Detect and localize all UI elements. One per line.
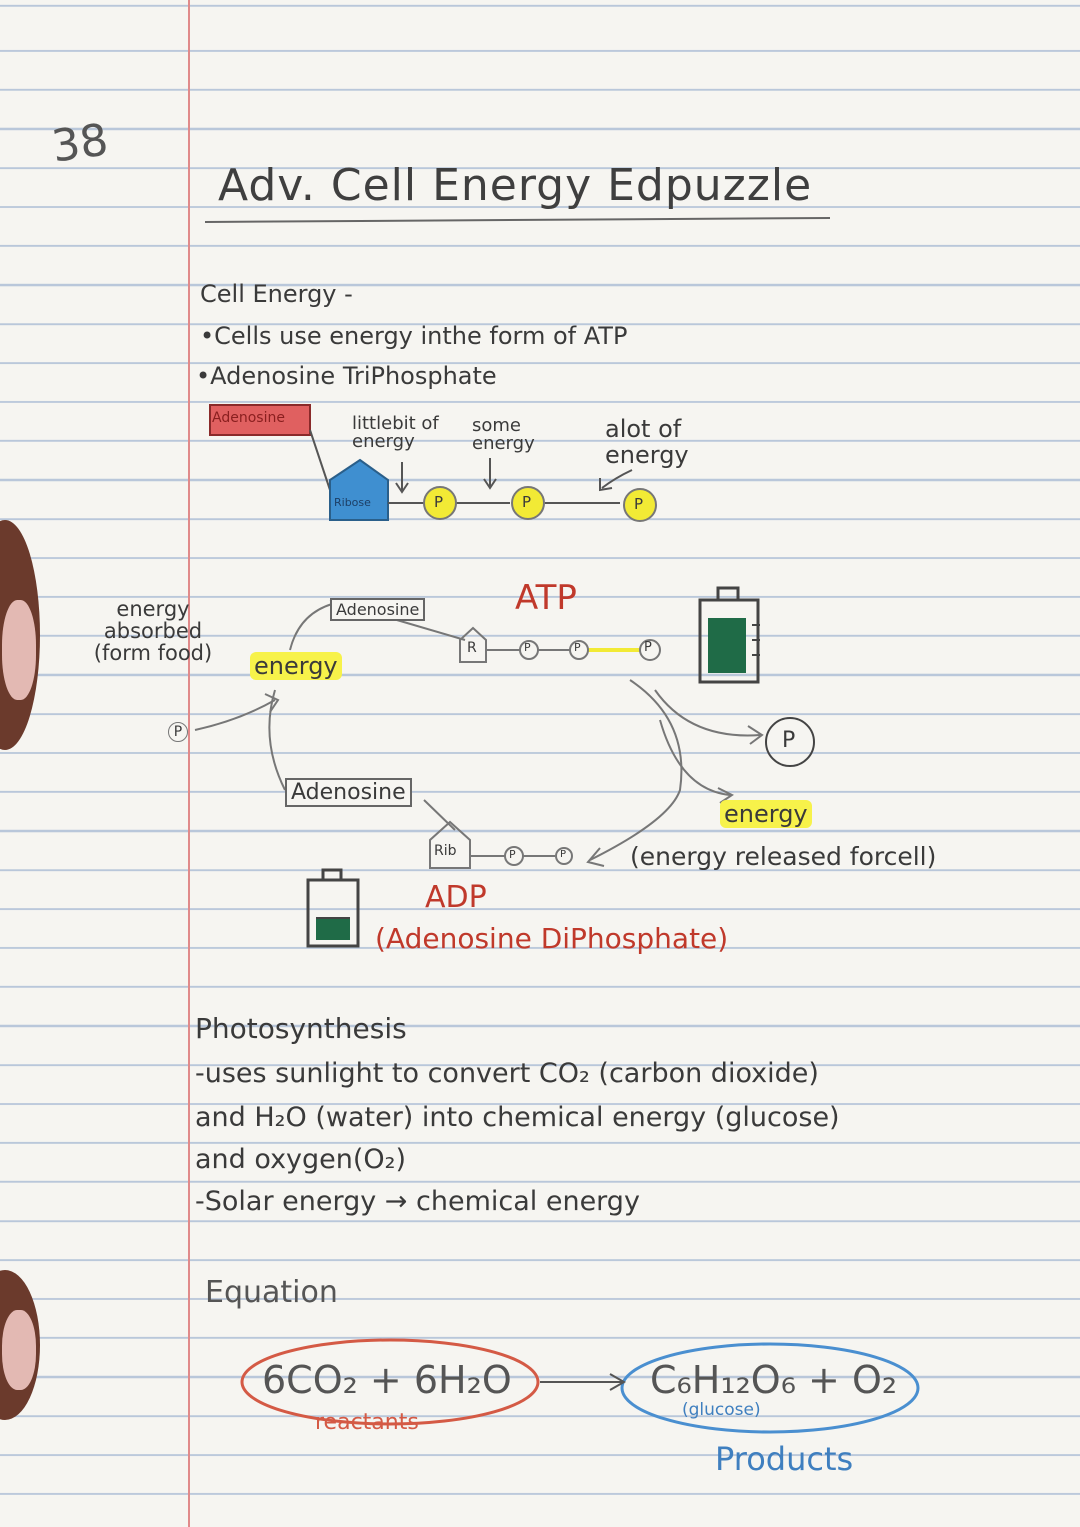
finger — [0, 1270, 40, 1420]
equation-heading: Equation — [205, 1275, 338, 1310]
energy-output-highlight: energy — [720, 800, 812, 828]
adenosine-top-box: Adenosine — [330, 598, 426, 621]
phosphate-1-label: P — [434, 493, 444, 511]
atp-phosphate-2: P — [574, 641, 581, 654]
atp-phosphate-3: P — [644, 640, 652, 655]
margin-line — [188, 0, 190, 1527]
energy-input-highlight: energy — [250, 652, 342, 680]
photosynthesis-line-1: -uses sunlight to convert CO₂ (carbon di… — [195, 1058, 819, 1089]
atp-label: ATP — [515, 578, 577, 618]
ribose-label: Ribose — [334, 496, 371, 509]
cell-energy-heading: Cell Energy - — [200, 280, 353, 308]
input-phosphate: P — [168, 722, 188, 742]
phosphate-3-label: P — [634, 495, 644, 513]
equation-reactants: 6CO₂ + 6H₂O — [262, 1358, 512, 1402]
photosynthesis-line-4: -Solar energy → chemical energy — [195, 1186, 640, 1217]
energy-absorbed-note: energy absorbed (form food) — [93, 597, 213, 665]
equation-products: C₆H₁₂O₆ + O₂ — [650, 1358, 898, 1402]
adenosine-tag: Adenosine — [212, 410, 285, 426]
adp-full-name: (Adenosine DiPhosphate) — [375, 922, 729, 955]
energy-released-note: (energy released forcell) — [630, 842, 937, 871]
rib-bottom-label: Rib — [434, 843, 457, 859]
adenosine-bottom-box: Adenosine — [285, 778, 412, 807]
ribose-top-label: R — [467, 640, 477, 656]
note-lot-energy: alot of energy — [605, 415, 689, 469]
page-title: Adv. Cell Energy Edpuzzle — [218, 160, 813, 211]
adp-phosphate-1: P — [509, 848, 516, 861]
note-some-energy: some energy — [472, 415, 535, 454]
phosphate-2-label: P — [522, 493, 532, 511]
photosynthesis-line-3: and oxygen(O₂) — [195, 1144, 407, 1175]
photosynthesis-heading: Photosynthesis — [195, 1012, 407, 1045]
bullet-triphosphate: •Adenosine TriPhosphate — [196, 362, 497, 390]
glucose-note: (glucose) — [682, 1400, 761, 1420]
adp-label: ADP — [425, 880, 487, 915]
products-label: Products — [715, 1440, 854, 1478]
note-little-energy: littlebit of energy — [352, 413, 439, 452]
atp-phosphate-1: P — [524, 641, 531, 654]
bullet-atp-form: •Cells use energy inthe form of ATP — [200, 322, 628, 350]
released-phosphate: P — [782, 728, 796, 753]
reactants-label: reactants — [315, 1410, 419, 1435]
photosynthesis-line-2: and H₂O (water) into chemical energy (gl… — [195, 1102, 840, 1133]
adp-phosphate-2: P — [560, 849, 567, 860]
